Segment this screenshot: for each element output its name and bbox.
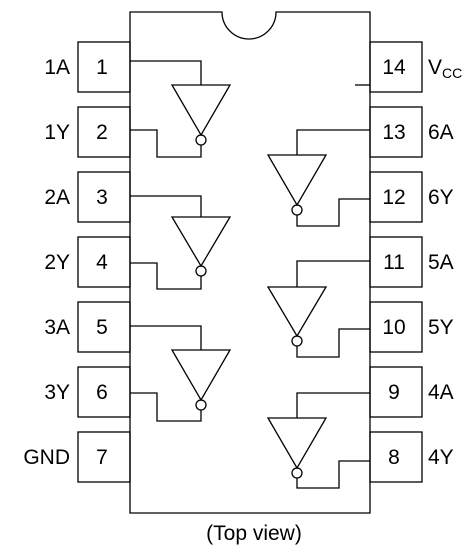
inverter-gate-3 bbox=[130, 325, 232, 422]
pin-box-5 bbox=[77, 301, 131, 353]
pin-number-5: 5 bbox=[96, 316, 108, 339]
pin-box-11 bbox=[369, 236, 423, 288]
pin-name-4Y: 4Y bbox=[428, 446, 454, 469]
pin-box-13 bbox=[369, 106, 423, 158]
inverter-gate-5 bbox=[266, 260, 370, 358]
inverter-gate-6 bbox=[266, 129, 370, 227]
pin-box-6 bbox=[77, 366, 131, 418]
inverter-gate-1 bbox=[130, 60, 232, 158]
pin-name-3A: 3A bbox=[44, 316, 70, 339]
pin-name-3Y: 3Y bbox=[44, 381, 70, 404]
caption-top-view: (Top view) bbox=[206, 522, 302, 545]
pin-number-13: 13 bbox=[382, 121, 405, 144]
pin-name-1Y: 1Y bbox=[44, 121, 70, 144]
pin-box-3 bbox=[77, 171, 131, 223]
pin-box-9 bbox=[369, 366, 423, 418]
pin-box-12 bbox=[369, 171, 423, 223]
pin-number-7: 7 bbox=[96, 446, 108, 469]
inverter-gate-4 bbox=[266, 392, 370, 489]
pin-box-7 bbox=[77, 431, 131, 483]
pin-number-10: 10 bbox=[382, 316, 405, 339]
pin-name-2A: 2A bbox=[44, 186, 70, 209]
pin-name-gnd: GND bbox=[23, 446, 70, 469]
pin-name-5A: 5A bbox=[428, 251, 454, 274]
pin-name-4A: 4A bbox=[428, 381, 454, 404]
pin-number-2: 2 bbox=[96, 121, 108, 144]
pin-number-3: 3 bbox=[96, 186, 108, 209]
pin-name-2Y: 2Y bbox=[44, 251, 70, 274]
pin-number-14: 14 bbox=[382, 56, 406, 79]
inverter-gate-2 bbox=[130, 195, 232, 290]
pin-name-1A: 1A bbox=[44, 56, 70, 79]
pin-box-8 bbox=[369, 431, 423, 483]
pin-name-vcc: VCC bbox=[428, 56, 462, 81]
pin-number-12: 12 bbox=[382, 186, 405, 209]
pin-number-1: 1 bbox=[96, 56, 108, 79]
pin-name-5Y: 5Y bbox=[428, 316, 454, 339]
pin-name-vcc-main: V bbox=[428, 56, 442, 79]
chip-body bbox=[129, 11, 371, 514]
pin-name-6A: 6A bbox=[428, 121, 454, 144]
pin-number-8: 8 bbox=[388, 446, 400, 469]
pin-number-11: 11 bbox=[383, 251, 405, 274]
pin-box-10 bbox=[369, 301, 423, 353]
pin-name-6Y: 6Y bbox=[428, 186, 454, 209]
pin-number-9: 9 bbox=[388, 381, 400, 404]
pin-name-vcc-sub: CC bbox=[442, 65, 462, 81]
pin-box-4 bbox=[77, 236, 131, 288]
pin-number-4: 4 bbox=[96, 251, 108, 274]
pin-box-1 bbox=[77, 41, 131, 93]
pin-box-14 bbox=[369, 41, 423, 93]
pin-box-2 bbox=[77, 106, 131, 158]
pin-number-6: 6 bbox=[96, 381, 108, 404]
